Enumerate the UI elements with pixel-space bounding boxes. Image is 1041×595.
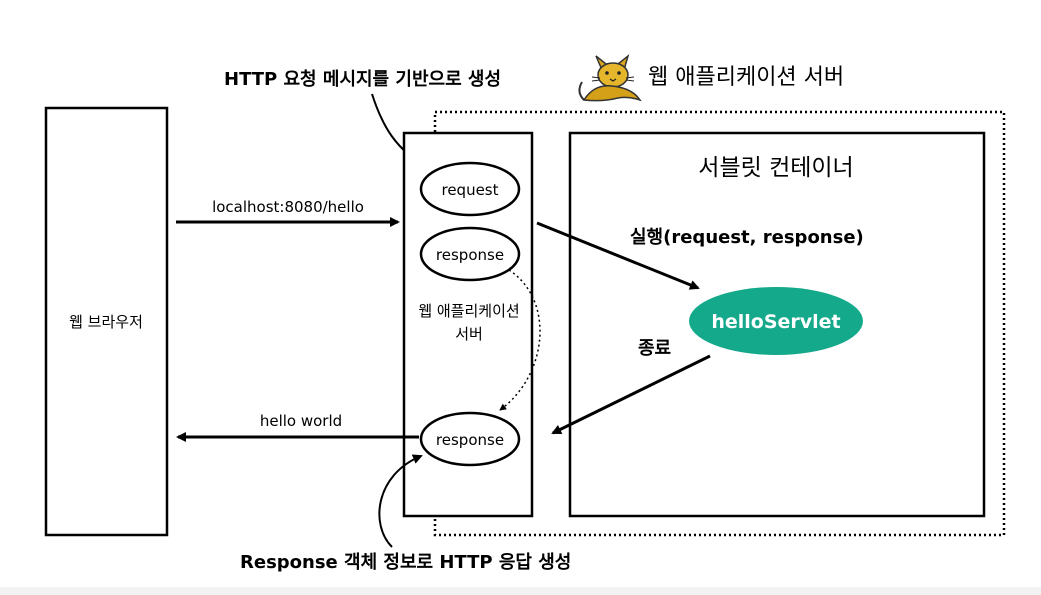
hello-servlet-label: helloServlet [711,311,840,333]
response-annotation: Response 객체 정보로 HTTP 응답 생성 [240,552,571,573]
execute-arrow [536,221,700,290]
request-annotation: HTTP 요청 메시지를 기반으로 생성 [224,69,501,90]
bottom-band [0,587,1041,595]
hello-servlet-ellipse [689,287,863,355]
finish-label: 종료 [638,338,671,359]
response-top-ellipse [419,226,521,282]
response-bottom-label: response [436,431,504,449]
request-url-label: localhost:8080/hello [212,198,364,216]
response-annotation-arrow [378,454,423,548]
server-title: 웹 애플리케이션 서버 [648,65,844,90]
request-label: request [441,181,498,199]
was-label-line2: 서버 [455,325,483,343]
request-ellipse [419,161,521,217]
web-browser-box [44,106,169,537]
web-browser-label: 웹 브라우저 [69,313,143,331]
response-text-label: hello world [260,412,342,430]
was-boundary [433,110,1006,537]
execute-label: 실행(request, response) [630,227,864,248]
tomcat-cat-icon [578,53,642,102]
response-bottom-ellipse [419,411,521,467]
servlet-container-title: 서블릿 컨테이너 [698,155,853,181]
response-top-label: response [436,246,504,264]
was-label-line1: 웹 애플리케이션 [418,302,519,320]
finish-arrow [551,354,711,435]
